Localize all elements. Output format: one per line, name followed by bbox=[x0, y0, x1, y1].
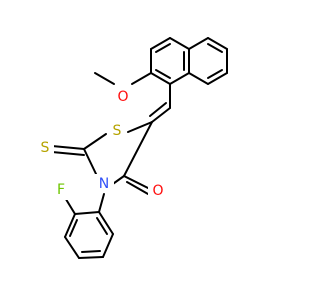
ring-sulfur-label: S bbox=[113, 123, 122, 139]
fluorine-label: F bbox=[57, 182, 65, 198]
thiazolidinone-ring: S bbox=[83, 121, 153, 187]
label-mask bbox=[148, 181, 168, 201]
naphthalene-right-ring bbox=[188, 37, 228, 85]
molecule-canvas: O S S O N bbox=[36, 37, 228, 259]
label-mask bbox=[52, 180, 70, 200]
molecule-structure: O S S O N bbox=[36, 37, 228, 259]
ring-nitrogen-label: N bbox=[99, 176, 109, 192]
methoxy-group: O bbox=[94, 72, 152, 106]
thione-group: S bbox=[36, 138, 85, 158]
naphthalene-left-ring bbox=[150, 37, 190, 85]
label-mask bbox=[107, 121, 127, 141]
n-aryl-bond bbox=[98, 193, 105, 213]
fluorophenyl-ring bbox=[64, 211, 114, 259]
methoxy-oxygen-label: O bbox=[117, 89, 128, 105]
methylidene-linker bbox=[149, 83, 171, 123]
thione-sulfur-label: S bbox=[41, 140, 50, 156]
label-mask bbox=[36, 138, 54, 158]
carbonyl-group: O bbox=[123, 175, 168, 201]
fluoro-substituent: F bbox=[52, 180, 76, 215]
label-mask bbox=[94, 174, 114, 194]
label-mask bbox=[114, 88, 134, 106]
carbonyl-oxygen-label: O bbox=[152, 183, 163, 199]
ring-nitrogen: N bbox=[94, 174, 114, 194]
